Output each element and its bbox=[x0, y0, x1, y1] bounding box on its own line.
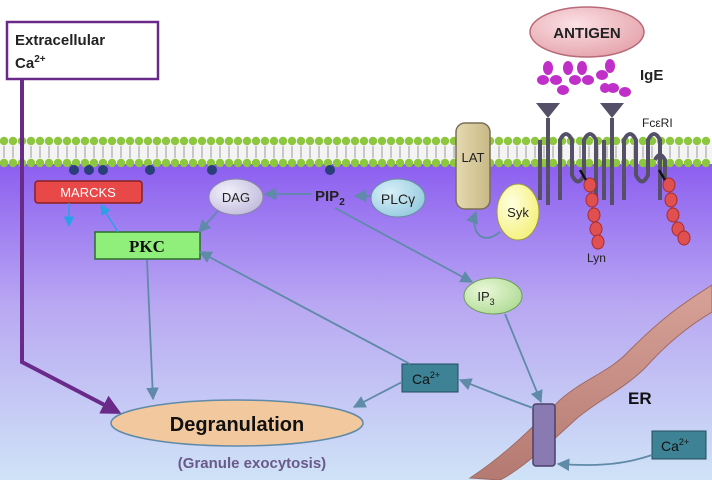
er-ca-label: Ca2+ bbox=[661, 437, 689, 454]
extracellular-label: Extracellular bbox=[15, 32, 105, 49]
degranulation-node: Degranulation bbox=[110, 399, 364, 447]
ip3-label: IP3 bbox=[477, 289, 494, 307]
ige-label: IgE bbox=[640, 67, 663, 84]
arrow-er-ca-to-channel bbox=[556, 454, 653, 471]
lat-protein: LAT bbox=[455, 122, 491, 210]
plc-gamma: PLCγ bbox=[370, 178, 426, 218]
arrow-ip3-to-channel bbox=[504, 313, 543, 404]
er-calcium: Ca2+ bbox=[651, 430, 707, 460]
ige-antibodies bbox=[537, 59, 631, 97]
cytosolic-calcium: Ca2+ bbox=[401, 363, 459, 393]
pip2-label: PIP2 bbox=[315, 188, 345, 208]
pkc-label: PKC bbox=[129, 237, 165, 256]
arrow-dag-to-pkc bbox=[198, 210, 219, 233]
marcks-label: MARCKS bbox=[60, 185, 116, 200]
syk-kinase: Syk bbox=[496, 183, 540, 241]
fceri-receptors bbox=[536, 103, 667, 205]
antigen: ANTIGEN bbox=[529, 6, 645, 58]
lat-label: LAT bbox=[462, 150, 485, 165]
syk-label: Syk bbox=[507, 205, 529, 220]
cytosol-background bbox=[0, 164, 712, 480]
endoplasmic-reticulum-band bbox=[468, 284, 712, 480]
pkc-protein: PKC bbox=[94, 231, 201, 260]
degranulation-sublabel: (Granule exocytosis) bbox=[178, 455, 326, 472]
extracellular-calcium-box: Extracellular Ca2+ bbox=[5, 20, 160, 81]
marcks-protein: MARCKS bbox=[34, 180, 143, 204]
ip3-molecule: IP3 bbox=[463, 277, 523, 315]
pkc-marcks-arrows bbox=[63, 203, 119, 233]
lyn-label: Lyn bbox=[587, 251, 606, 265]
er-calcium-channel bbox=[532, 403, 556, 467]
degranulation-label: Degranulation bbox=[170, 414, 304, 436]
arrow-pkc-to-marcks bbox=[100, 204, 119, 233]
arrow-pip2-to-ip3 bbox=[334, 207, 474, 283]
dag-molecule: DAG bbox=[208, 178, 264, 216]
arrow-ca-to-degranulation bbox=[352, 381, 403, 408]
plcg-label: PLCγ bbox=[381, 191, 415, 207]
signaling-arrows bbox=[146, 187, 653, 471]
fceri-label: FcεRI bbox=[642, 116, 673, 130]
antigen-label: ANTIGEN bbox=[553, 25, 621, 42]
arrow-pkc-to-degranulation bbox=[146, 259, 159, 401]
extracellular-ca-label: Ca2+ bbox=[15, 54, 46, 72]
er-label: ER bbox=[628, 389, 652, 408]
cytosolic-ca-label: Ca2+ bbox=[412, 370, 440, 387]
dag-label: DAG bbox=[222, 190, 250, 205]
arrow-channel-to-cytosolic-ca bbox=[458, 378, 534, 409]
lyn-kinase-chains bbox=[578, 169, 691, 250]
arrow-syk-to-lat bbox=[466, 210, 501, 239]
extracellular-calcium-influx-arrow bbox=[20, 79, 122, 414]
arrow-ca-to-pkc bbox=[198, 251, 411, 365]
membrane-anchor-dots bbox=[69, 165, 335, 175]
